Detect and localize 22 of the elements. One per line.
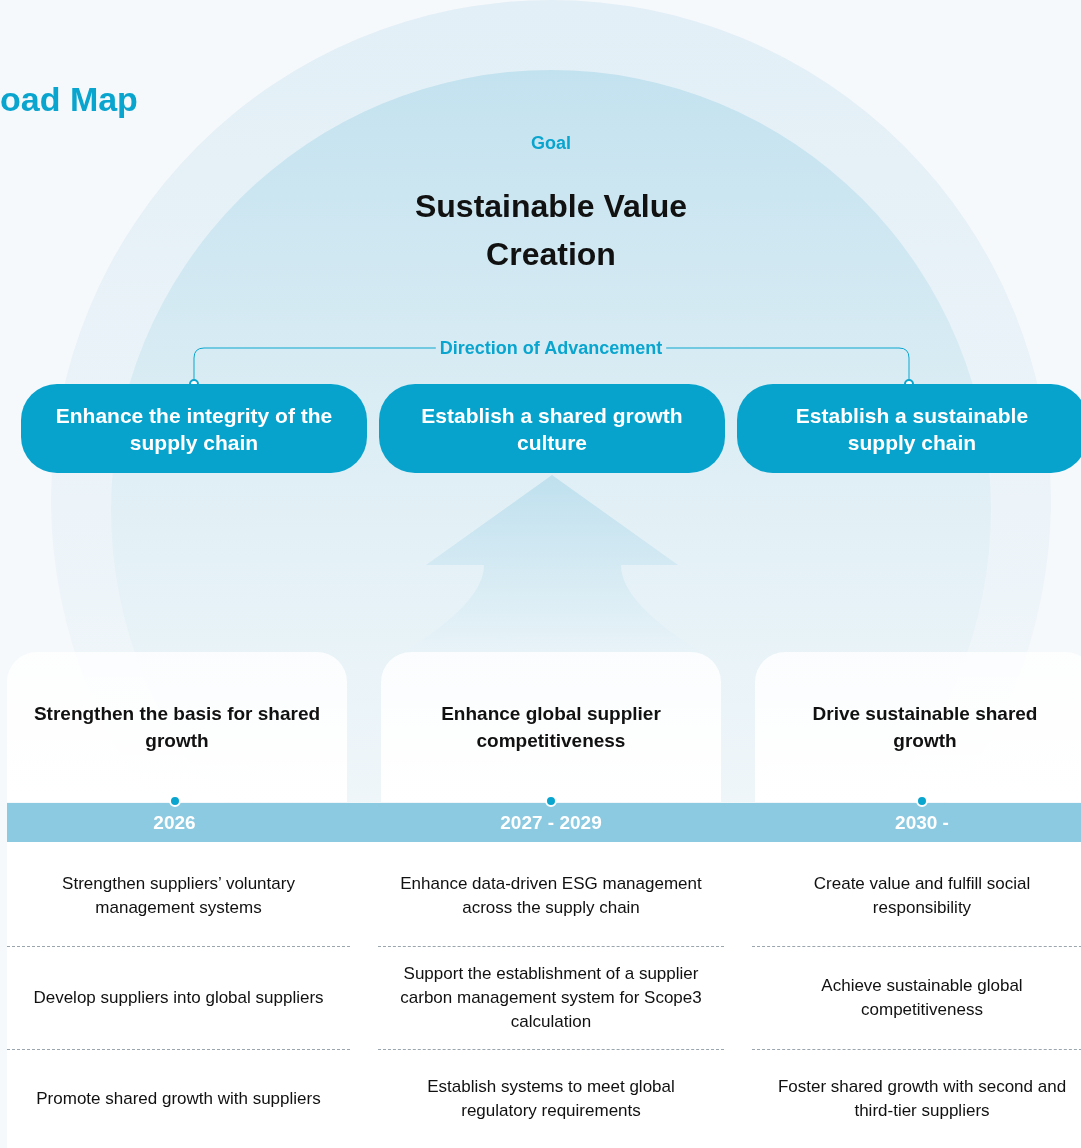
initiative-text: Promote shared growth with suppliers <box>36 1088 321 1110</box>
initiative-text: Establish systems to meet global regulatory requirements <box>426 1076 676 1122</box>
direction-pill: Establish a shared growth culture <box>379 384 725 473</box>
direction-label: Direction of Advancement <box>439 334 663 362</box>
goal-title: Sustainable Value Creation <box>413 187 689 274</box>
stage-card: Strengthen the basis for shared growth <box>7 652 347 802</box>
initiative-text: Create value and fulfill social responsibility <box>812 873 1032 919</box>
initiative-text: Develop suppliers into global suppliers <box>33 987 324 1009</box>
initiative-text: Strengthen suppliers’ voluntary management systems <box>61 873 296 919</box>
direction-pill: Enhance the integrity of the supply chain <box>21 384 367 473</box>
year-label: 2030 - <box>894 812 950 834</box>
year-label: 2027 - 2029 <box>499 812 603 834</box>
stage-card: Enhance global supplier competitiveness <box>381 652 721 802</box>
initiative-text: Foster shared growth with second and third-tier suppliers <box>776 1076 1068 1122</box>
initiative-text: Support the establishment of a supplier carbon management system for Scope3 calculation <box>399 963 703 1033</box>
stage-card: Drive sustainable shared growth <box>755 652 1081 802</box>
initiative-text: Enhance data-driven ESG management across the supply chain <box>399 873 703 919</box>
goal-label: Goal <box>530 132 572 155</box>
direction-pill: Establish a sustainable supply chain <box>737 384 1081 473</box>
initiative-text: Achieve sustainable global competitiveness <box>820 975 1024 1021</box>
road-map-heading: oad Map <box>0 79 138 120</box>
year-label: 2026 <box>152 812 197 834</box>
